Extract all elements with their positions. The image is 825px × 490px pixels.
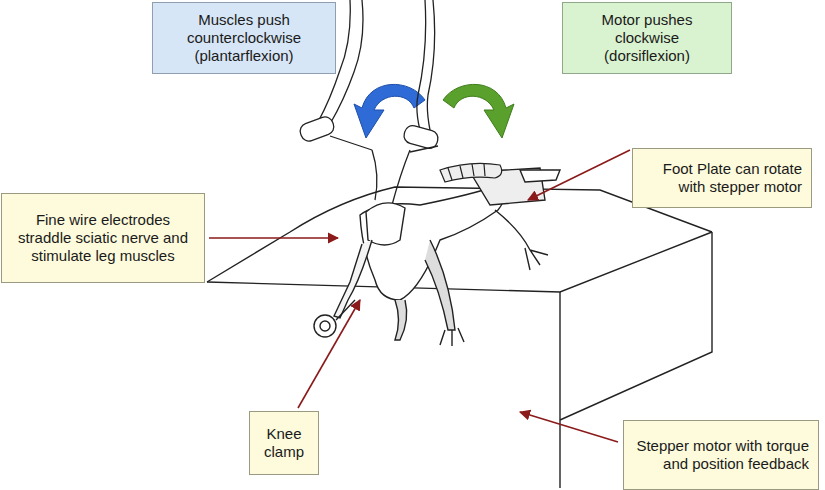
note-box: Motor pushes clockwise (dorsiflexion) — [562, 2, 732, 74]
leader-line — [209, 150, 630, 442]
callout-text: Fine wire electrodes straddle sciatic ne… — [11, 211, 195, 265]
callout-text: Foot Plate can rotate with stepper motor — [642, 160, 802, 196]
rotation-arrow — [354, 84, 514, 138]
rat-leg — [360, 168, 560, 346]
callout-box: Knee clamp — [249, 411, 319, 475]
callout-box: Stepper motor with torque and position f… — [623, 420, 819, 490]
callout-box: Fine wire electrodes straddle sciatic ne… — [1, 193, 205, 283]
callout-text: Muscles push counterclockwise (plantarfl… — [162, 11, 326, 65]
callout-text: Motor pushes clockwise (dorsiflexion) — [572, 11, 722, 65]
electrode-connector — [298, 115, 440, 152]
callout-text: Stepper motor with torque and position f… — [633, 437, 809, 473]
foot-plate-mount — [440, 163, 502, 182]
callout-box: Foot Plate can rotate with stepper motor — [632, 148, 812, 208]
knee-clamp — [314, 203, 405, 337]
note-box: Muscles push counterclockwise (plantarfl… — [152, 2, 336, 74]
callout-text: Knee clamp — [259, 425, 309, 461]
